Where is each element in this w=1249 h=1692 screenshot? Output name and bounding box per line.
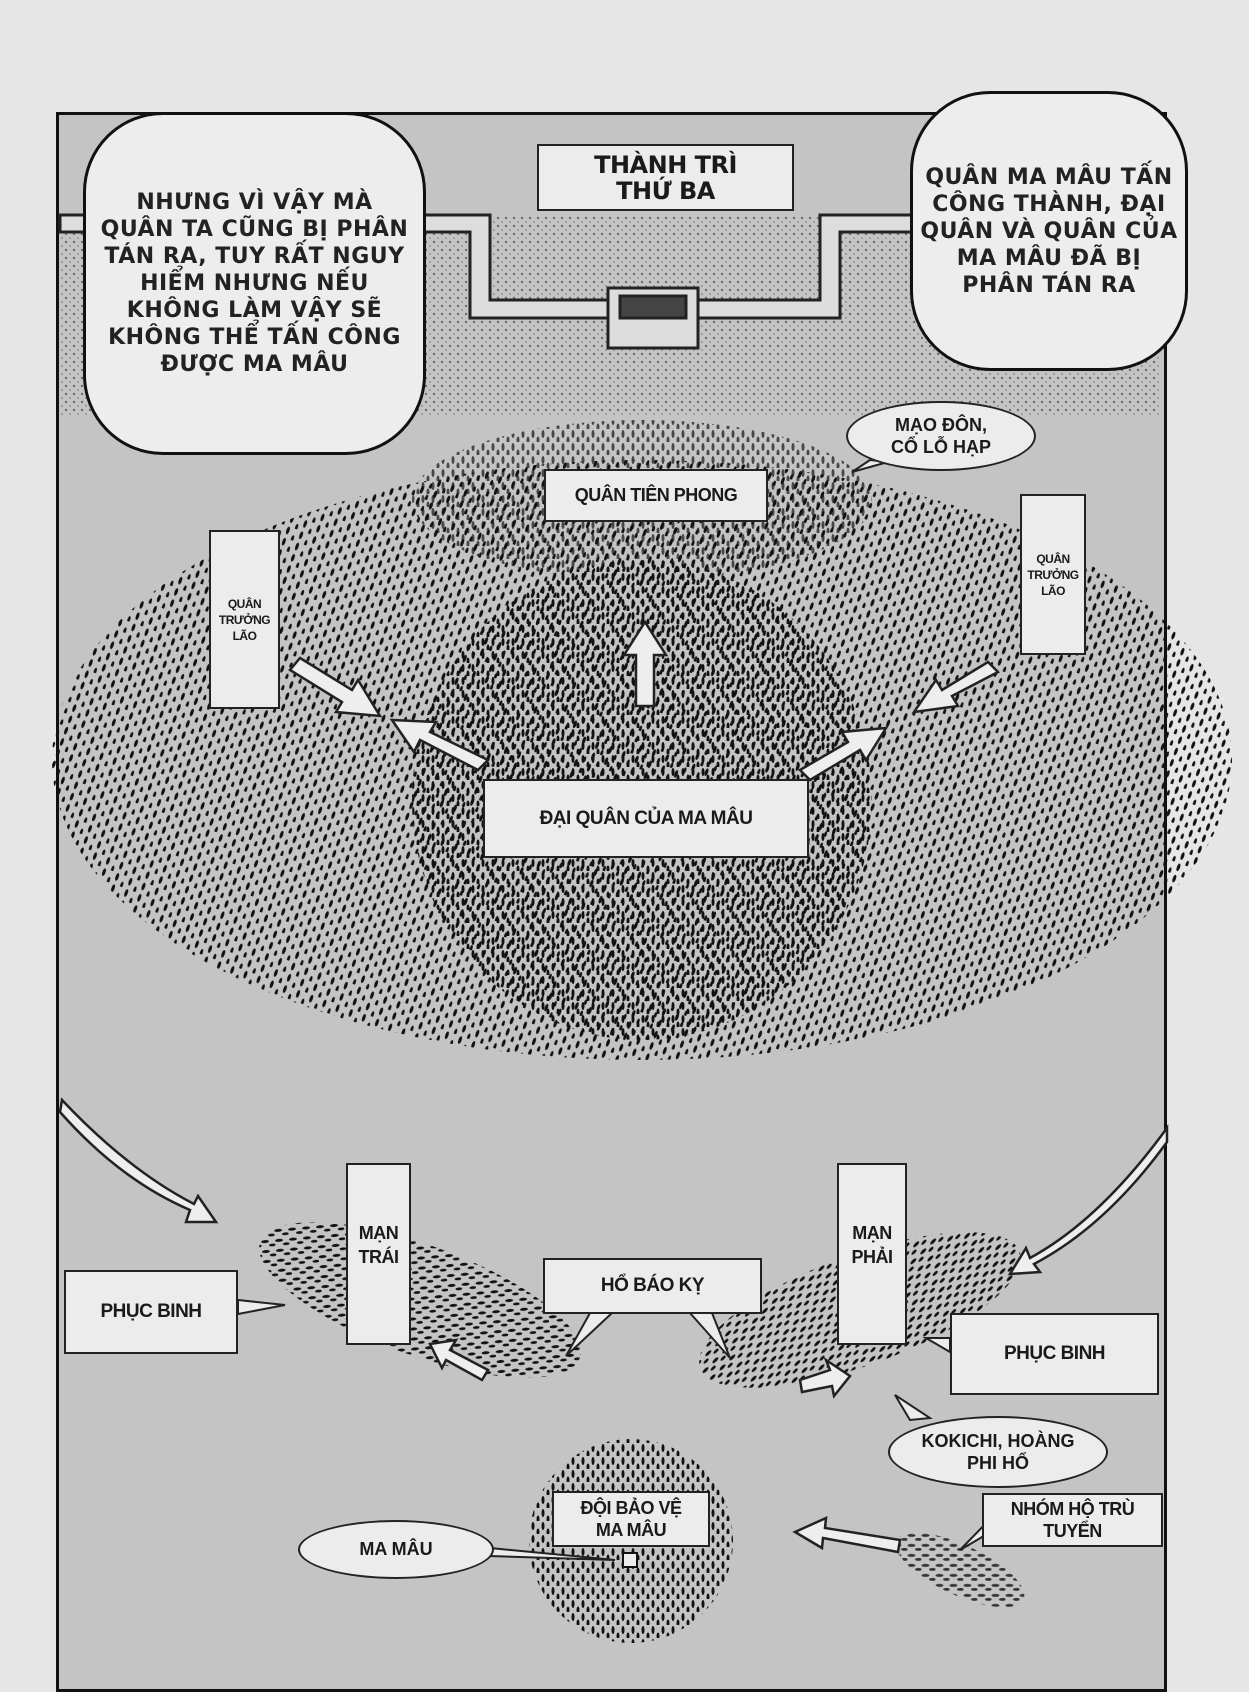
label-line: PHẢI	[851, 1247, 893, 1267]
vanguard-label: QUÂN TIÊN PHONG	[544, 469, 768, 522]
castle-title-label: THÀNH TRÌ THỨ BA	[537, 144, 794, 211]
speech-line: ĐƯỢC MA MÂU	[160, 352, 349, 377]
speech-line: KHÔNG LÀM VẬY SẼ	[126, 298, 383, 323]
label-line: TUYỂN	[1043, 1521, 1102, 1541]
label-line: THỨ BA	[616, 176, 715, 205]
arrow-ho-tru-tuyen-icon	[792, 1515, 902, 1554]
label-line: CỔ LỖ HẠP	[890, 437, 991, 457]
speech-line: PHÂN TÁN RA	[962, 272, 1136, 298]
label-line: TRÁI	[358, 1247, 400, 1267]
kokichi-bubble: KOKICHI, HOÀNG PHI HỔ	[888, 1416, 1108, 1488]
speech-line: NHƯNG VÌ VẬY MÀ	[136, 190, 373, 215]
label-line: NHÓM HỘ TRÙ	[1010, 1499, 1135, 1519]
arrow-right-up-icon	[797, 726, 889, 782]
label-line: QUÂN	[1036, 551, 1070, 566]
label-line: ĐẠI QUÂN CỦA MA MÂU	[539, 807, 753, 829]
label-line: QUÂN TIÊN PHONG	[574, 485, 738, 505]
mao-don-bubble: MẠO ĐÔN, CỔ LỖ HẠP	[846, 401, 1036, 471]
label-line: HỔ BÁO KỴ	[600, 1275, 705, 1296]
arrow-up-icon	[621, 619, 669, 708]
label-line: KOKICHI, HOÀNG	[921, 1431, 1075, 1451]
label-line: PHỤC BINH	[100, 1301, 202, 1322]
label-line: MẠN	[852, 1223, 892, 1243]
ma-mau-bubble: MA MÂU	[298, 1520, 494, 1579]
label-line: ĐỘI BẢO VỆ	[580, 1498, 682, 1518]
arrow-right-flank-icon	[798, 1356, 852, 1399]
speech-line: TÁN RA, TUY RẤT NGUY	[104, 244, 405, 269]
guard-label: ĐỘI BẢO VỆ MA MÂU	[552, 1491, 710, 1547]
ambush-left-label: PHỤC BINH	[64, 1270, 238, 1354]
speech-line: QUÂN TA CŨNG BỊ PHÂN	[100, 217, 409, 242]
label-line: MA MÂU	[359, 1539, 433, 1559]
label-line: TRƯỞNG	[218, 612, 271, 627]
speech-line: QUÂN VÀ QUÂN CỦA	[920, 218, 1178, 244]
tiger-cavalry-label: HỔ BÁO KỴ	[543, 1258, 762, 1314]
speech-line: HIỂM NHƯNG NẾU	[140, 271, 369, 296]
ho-tru-tuyen-troops	[895, 1532, 1025, 1608]
speech-line: CÔNG THÀNH, ĐẠI	[932, 191, 1166, 217]
main-army-label: ĐẠI QUÂN CỦA MA MÂU	[483, 779, 809, 858]
curved-arrow-right-icon	[1007, 1124, 1169, 1276]
curved-arrow-left-icon	[58, 1097, 219, 1224]
commander-banner-icon	[622, 1552, 638, 1568]
speech-bubble-right: QUÂN MA MÂU TẤN CÔNG THÀNH, ĐẠI QUÂN VÀ …	[910, 91, 1188, 371]
ho-tru-tuyen-label: NHÓM HỘ TRÙ TUYỂN	[982, 1493, 1163, 1547]
ambush-right-label: PHỤC BINH	[950, 1313, 1159, 1395]
arrow-left-down-icon	[911, 660, 1001, 714]
label-line: PHI HỔ	[966, 1453, 1029, 1473]
label-line: PHỤC BINH	[1003, 1343, 1106, 1364]
arrow-left-flank-icon	[428, 1338, 490, 1382]
label-line: THÀNH TRÌ	[594, 150, 737, 179]
left-flank-troops	[259, 1222, 581, 1378]
speech-line: MA MÂU ĐÃ BỊ	[956, 245, 1142, 271]
elder-army-right-label: QUÂN TRƯỞNG LÃO	[1020, 494, 1086, 655]
elder-army-left-label: QUÂN TRƯỞNG LÃO	[209, 530, 280, 709]
label-line: TRƯỞNG	[1027, 567, 1079, 582]
label-line: MẠO ĐÔN,	[895, 415, 987, 435]
label-line: QUÂN	[227, 596, 262, 611]
arrow-right-down-icon	[288, 656, 383, 718]
speech-line: KHÔNG THỂ TẤN CÔNG	[108, 325, 401, 350]
label-line: MA MÂU	[595, 1520, 667, 1540]
label-line: LÃO	[1041, 583, 1065, 598]
arrow-left-up-icon	[389, 718, 491, 772]
speech-bubble-left: NHƯNG VÌ VẬY MÀ QUÂN TA CŨNG BỊ PHÂN TÁN…	[83, 112, 426, 455]
speech-line: QUÂN MA MÂU TẤN	[925, 164, 1173, 190]
left-flank-label: MẠN TRÁI	[346, 1163, 411, 1345]
label-line: LÃO	[232, 628, 257, 643]
right-flank-label: MẠN PHẢI	[837, 1163, 907, 1345]
label-line: MẠN	[358, 1223, 399, 1243]
